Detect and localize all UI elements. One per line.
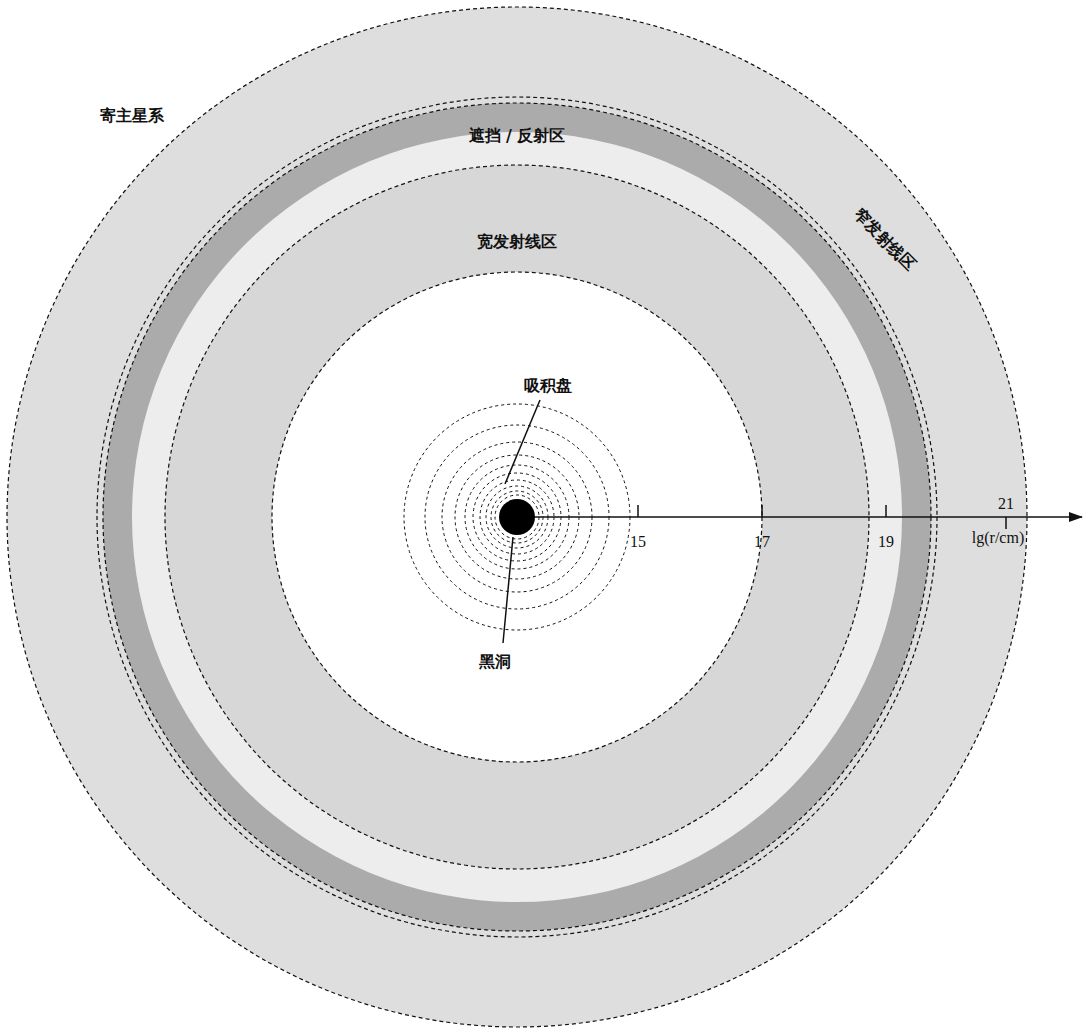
obscuring-region-band: 遮挡 / 反射区宽发射线区 <box>103 103 931 931</box>
region-label: 遮挡 / 反射区 <box>469 126 566 147</box>
host-galaxy-region: 寄主星系遮挡 / 反射区宽发射线区 <box>7 7 1027 1027</box>
broad-line-region: 宽发射线区 <box>165 165 869 869</box>
axis-tick-label: 21 <box>998 495 1014 513</box>
region-label: 寄主星系 <box>100 106 164 127</box>
axis-tick-label: 19 <box>878 533 894 551</box>
axis-title: lg(r/cm) <box>972 529 1024 547</box>
axis-tick-label: 15 <box>630 533 646 551</box>
axis-tick-label: 17 <box>754 533 770 551</box>
part-label: 黑洞 <box>479 652 511 673</box>
region-label: 宽发射线区 <box>477 232 557 253</box>
black-hole-symbol <box>499 499 535 535</box>
part-label: 吸积盘 <box>524 376 572 397</box>
